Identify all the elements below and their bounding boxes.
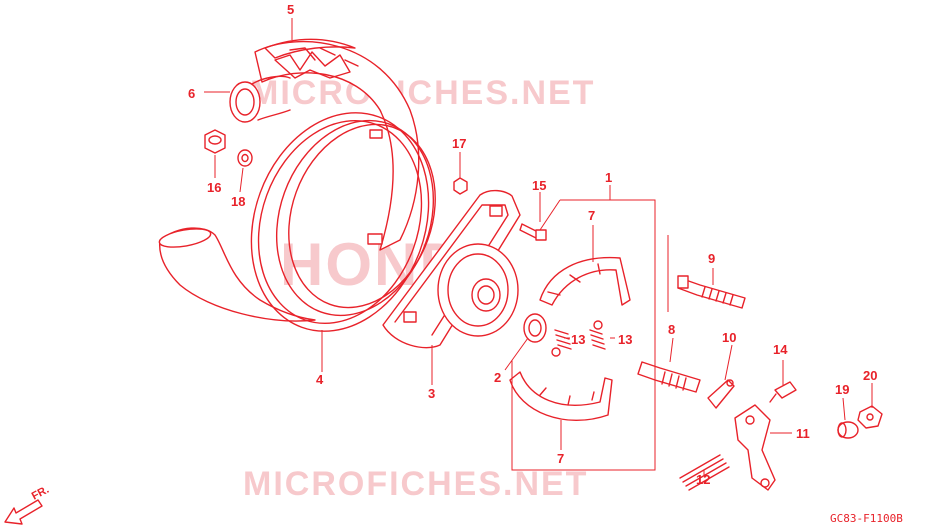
leader-lines: [204, 18, 873, 475]
callout-15[interactable]: 15: [532, 178, 546, 193]
callout-17[interactable]: 17: [452, 136, 466, 151]
part-return-spring[interactable]: [679, 454, 730, 491]
callout-12[interactable]: 12: [696, 472, 710, 487]
part-valve-nut[interactable]: [204, 129, 226, 154]
callout-6[interactable]: 6: [188, 86, 195, 101]
part-inner-tube[interactable]: [229, 75, 291, 123]
part-brake-arm[interactable]: [734, 404, 776, 491]
callout-4[interactable]: 4: [316, 372, 324, 387]
part-brake-shoe-lower[interactable]: [509, 371, 613, 422]
part-adjuster-bolt[interactable]: [677, 275, 746, 309]
watermark-bottom: MICROFICHES.NET: [243, 465, 588, 503]
callout-13-right[interactable]: 13: [618, 332, 632, 347]
callout-2[interactable]: 2: [494, 370, 501, 385]
part-brake-shoe-upper[interactable]: [539, 256, 631, 306]
callout-3[interactable]: 3: [428, 386, 435, 401]
assembly-bracket: [511, 199, 669, 471]
callout-10[interactable]: 10: [722, 330, 736, 345]
part-brake-panel[interactable]: [382, 189, 521, 349]
part-spring-13a[interactable]: [551, 329, 572, 357]
callout-14[interactable]: 14: [773, 342, 788, 357]
part-cap-19[interactable]: [837, 421, 859, 439]
callout-19[interactable]: 19: [835, 382, 849, 397]
part-nut[interactable]: [453, 177, 468, 195]
callout-18[interactable]: 18: [231, 194, 245, 209]
diagram-code: GC83-F1100B: [830, 512, 903, 525]
part-wear-indicator[interactable]: [707, 379, 735, 409]
part-bolt-15[interactable]: [519, 223, 547, 241]
front-direction-arrow: FR.: [4, 484, 51, 525]
part-seal-ring[interactable]: [523, 313, 547, 343]
part-brake-cam[interactable]: [637, 361, 701, 393]
callout-20[interactable]: 20: [863, 368, 877, 383]
part-wheel-rim[interactable]: [222, 88, 460, 357]
callout-5[interactable]: 5: [287, 2, 294, 17]
part-spring-13b[interactable]: [589, 320, 606, 350]
callout-1[interactable]: 1: [605, 170, 612, 185]
front-direction-label: FR.: [30, 484, 51, 503]
part-washer[interactable]: [237, 149, 253, 167]
part-nut-20[interactable]: [857, 405, 883, 429]
callout-8[interactable]: 8: [668, 322, 675, 337]
callout-11[interactable]: 11: [796, 426, 810, 441]
part-bolt-14[interactable]: [769, 381, 797, 403]
callout-9[interactable]: 9: [708, 251, 715, 266]
watermark-top: MICROFICHES.NET: [250, 74, 595, 112]
callout-7-lower[interactable]: 7: [557, 451, 564, 466]
callout-13-left[interactable]: 13: [571, 332, 585, 347]
callout-7-upper[interactable]: 7: [588, 208, 595, 223]
callout-16[interactable]: 16: [207, 180, 221, 195]
